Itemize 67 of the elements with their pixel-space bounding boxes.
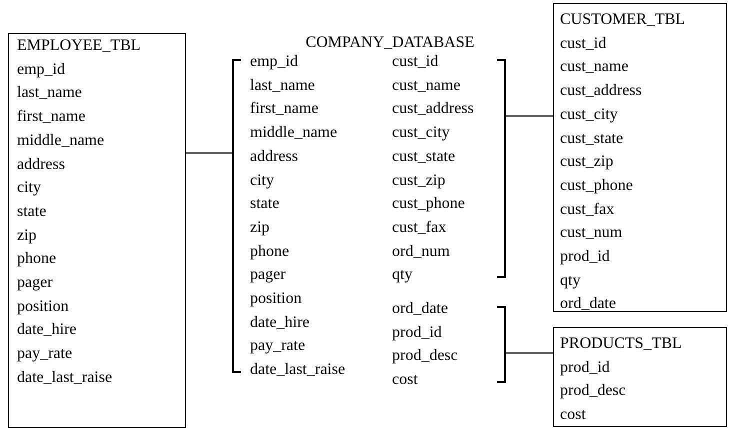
field-name: last_name (250, 76, 315, 96)
table-name: EMPLOYEE_TBL (17, 36, 141, 56)
field-name: cost (560, 405, 586, 426)
field-name: middle_name (250, 123, 338, 144)
field-name: cust_address (560, 81, 642, 102)
field-name: pager (250, 265, 286, 286)
field-name: address (250, 146, 298, 167)
field-name: first_name (17, 107, 86, 128)
field-name: city (250, 170, 274, 191)
field-name: ord_date (392, 299, 448, 319)
field-name: cust_city (392, 123, 450, 144)
field-name: pay_rate (17, 344, 72, 364)
field-name: cust_id (392, 52, 438, 72)
field-name: qty (560, 270, 580, 291)
field-name: pay_rate (250, 336, 306, 356)
field-name: cost (392, 370, 418, 390)
field-name: prod_desc (560, 381, 626, 402)
field-name: cust_phone (560, 176, 633, 196)
table-name: PRODUCTS_TBL (560, 334, 682, 354)
field-name: middle_name (17, 130, 104, 151)
field-name: cust_name (392, 76, 460, 96)
field-name: emp_id (250, 52, 298, 72)
connector-line (186, 152, 233, 154)
field-name: zip (17, 226, 37, 246)
field-name: prod_desc (392, 346, 458, 366)
field-name: prod_id (560, 358, 610, 378)
field-name: cust_num (560, 223, 622, 244)
field-name: zip (250, 218, 270, 238)
field-name: city (17, 178, 41, 198)
field-name: phone (250, 242, 290, 262)
field-name: prod_id (392, 322, 442, 343)
field-name: state (250, 194, 280, 214)
field-name: cust_zip (392, 170, 446, 191)
diagram-title: COMPANY_DATABASE (304, 33, 476, 53)
field-name: ord_date (560, 294, 616, 314)
field-name: date_last_raise (250, 360, 346, 380)
field-name: position (17, 296, 69, 317)
field-name: emp_id (17, 60, 65, 80)
field-name: cust_fax (560, 200, 614, 220)
field-name: cust_city (560, 104, 618, 125)
field-name: qty (392, 265, 412, 286)
field-name: first_name (250, 99, 318, 120)
field-name: position (250, 289, 302, 310)
field-name: ord_num (392, 242, 450, 262)
field-name: phone (17, 249, 56, 270)
field-name: cust_state (560, 128, 624, 149)
field-name: address (17, 154, 65, 175)
field-name: prod_id (560, 247, 610, 268)
field-name: date_hire (17, 320, 77, 340)
field-name: pager (17, 273, 53, 294)
field-name: cust_address (392, 99, 474, 120)
field-name: cust_phone (392, 194, 465, 214)
field-name: date_last_raise (17, 368, 112, 388)
field-name: cust_name (560, 57, 628, 78)
table-box (553, 3, 727, 312)
field-name: cust_state (392, 146, 456, 167)
field-name: last_name (17, 83, 82, 104)
table-box (553, 327, 727, 427)
table-box (8, 33, 186, 428)
connector-line (505, 115, 553, 117)
connector-line (505, 352, 553, 354)
field-name: date_hire (250, 312, 310, 333)
table-name: CUSTOMER_TBL (560, 10, 686, 30)
field-name: state (17, 202, 46, 222)
field-name: cust_zip (560, 152, 614, 172)
field-name: cust_fax (392, 218, 446, 238)
field-name: cust_id (560, 34, 606, 54)
